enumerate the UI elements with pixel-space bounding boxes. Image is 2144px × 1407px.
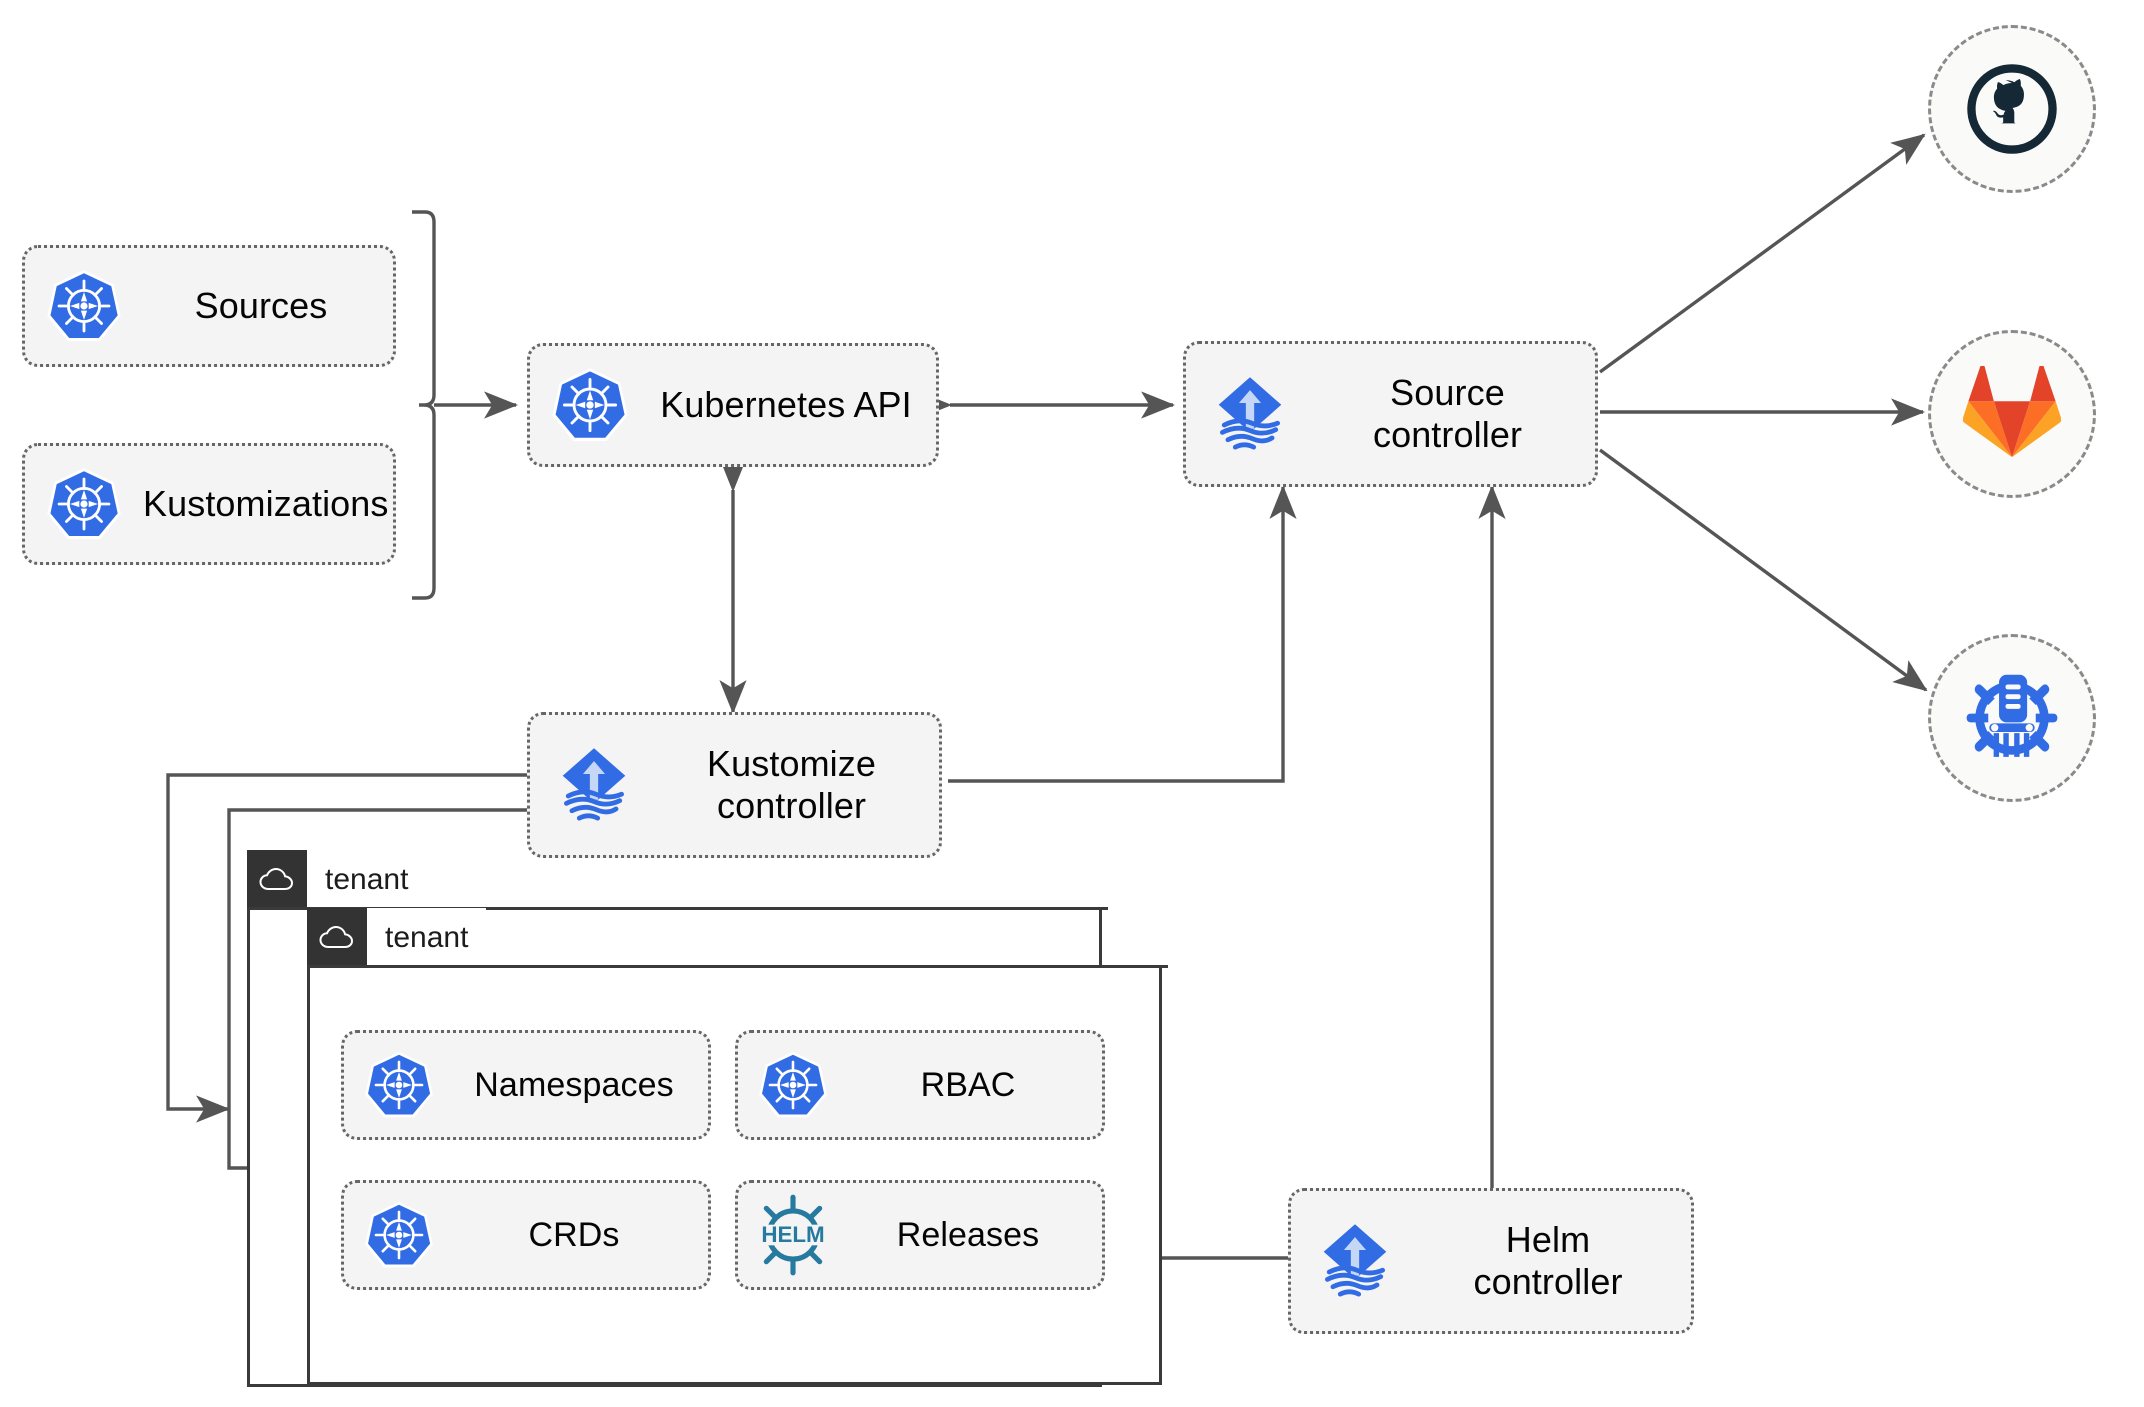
tenant-top-border-front [307,965,1168,968]
service-bucket[interactable] [1928,634,2096,802]
tenant-top-border-back [247,907,1108,910]
edge-source-to-bucket [1598,448,1928,692]
tenant-tab-label: tenant [325,863,409,896]
brace-connector [412,210,436,600]
node-rbac[interactable]: RBAC [735,1030,1105,1140]
github-icon [1967,64,2057,154]
cloud-icon [307,908,367,968]
kubernetes-icon [344,1199,454,1271]
service-github[interactable] [1928,25,2096,193]
cloud-icon [247,850,307,910]
kubernetes-icon [25,465,143,543]
flux-icon [1291,1215,1419,1307]
tenant-tab-back[interactable]: tenant [247,850,427,910]
node-kustomizations[interactable]: Kustomizations [22,443,396,565]
node-label: Namespaces [474,1065,674,1104]
edge-kustomize-to-tenant-back [166,773,661,1123]
svg-text:HELM: HELM [761,1222,824,1247]
node-sources[interactable]: Sources [22,245,396,367]
node-label: Kubernetes API [660,383,912,425]
edge-source-to-github [1598,133,1926,374]
service-gitlab[interactable] [1928,330,2096,498]
kubernetes-icon [530,365,650,445]
tenant-window-front[interactable]: tenant [307,908,1168,1385]
flux-icon [1186,368,1314,460]
kubernetes-icon [738,1049,848,1121]
node-label: Releases [896,1215,1040,1254]
node-helm-controller[interactable]: Helm controller [1288,1188,1694,1334]
edge-kustomize-to-source [948,484,1297,783]
node-label: Kustomizations [143,482,389,524]
node-label: Source controller [1372,371,1523,455]
flux-icon [530,739,658,831]
node-releases[interactable]: HELM Releases [735,1180,1105,1290]
tenant-tab-label: tenant [385,921,469,954]
node-kubernetes-api[interactable]: Kubernetes API [527,343,939,467]
node-source-controller[interactable]: Source controller [1183,341,1598,487]
node-label: RBAC [920,1065,1016,1104]
kubernetes-icon [344,1049,454,1121]
gitlab-icon [1963,366,2061,458]
node-kustomize-controller[interactable]: Kustomize controller [527,712,942,858]
bucket-icon [1966,674,2058,757]
node-label: CRDs [528,1215,620,1254]
node-namespaces[interactable]: Namespaces [341,1030,711,1140]
helm-icon: HELM [738,1192,848,1278]
kubernetes-icon [25,267,143,345]
tenant-tab-front[interactable]: tenant [307,908,487,968]
node-crds[interactable]: CRDs [341,1180,711,1290]
node-label: Sources [194,284,328,326]
node-label: Helm controller [1473,1218,1623,1302]
node-label: Kustomize controller [707,742,876,826]
